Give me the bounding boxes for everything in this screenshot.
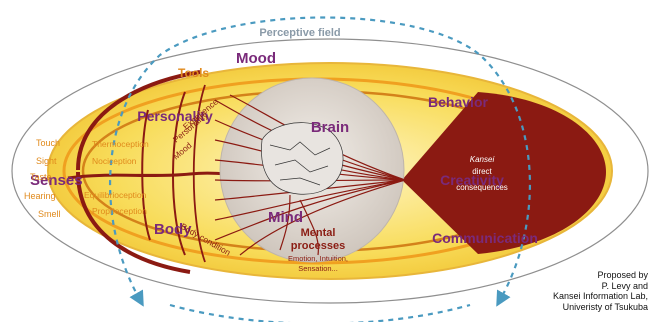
body-sense-thermoception: Thermoception [92,139,149,149]
credit-block: Proposed by P. Levy and Kansei Informati… [553,270,648,312]
credit-line-1: Proposed by [553,270,648,281]
mood-label: Mood [236,50,276,67]
perceptive-field-label: Perceptive field [259,27,340,39]
kansei-direct-label: direct [472,167,492,176]
kansei-label: Kansei [470,155,495,164]
emotion-label: Emotion, Intuition, [288,254,348,263]
body-sense-nociception: Nociception [92,156,137,166]
behavior-label: Behavior [428,94,488,110]
sense-touch: Touch [36,138,60,148]
brain-label: Brain [311,119,349,136]
sense-hearing: Hearing [24,191,56,201]
mental-label: Mental [301,227,336,239]
mind-label: Mind [268,209,303,226]
communication-label: Communication [432,230,538,246]
credit-line-2: P. Levy and [553,281,648,292]
processes-label: processes [291,240,345,252]
tools-label: Tools [178,66,209,80]
sensation-label: Sensation... [298,264,338,273]
kansei-consequences-label: consequences [456,183,508,192]
sense-taste: Taste [30,172,52,182]
sense-sight: Sight [36,156,57,166]
perceptive-field-bottom-arc [170,305,470,322]
credit-line-3: Kansei Information Lab, [553,291,648,302]
sense-smell: Smell [38,209,61,219]
credit-line-4: Univeristy of Tsukuba [553,302,648,313]
body-sense-equilibrioception: Equilibrioception [84,190,147,200]
body-sense-proprioception: Proprioception [92,206,147,216]
